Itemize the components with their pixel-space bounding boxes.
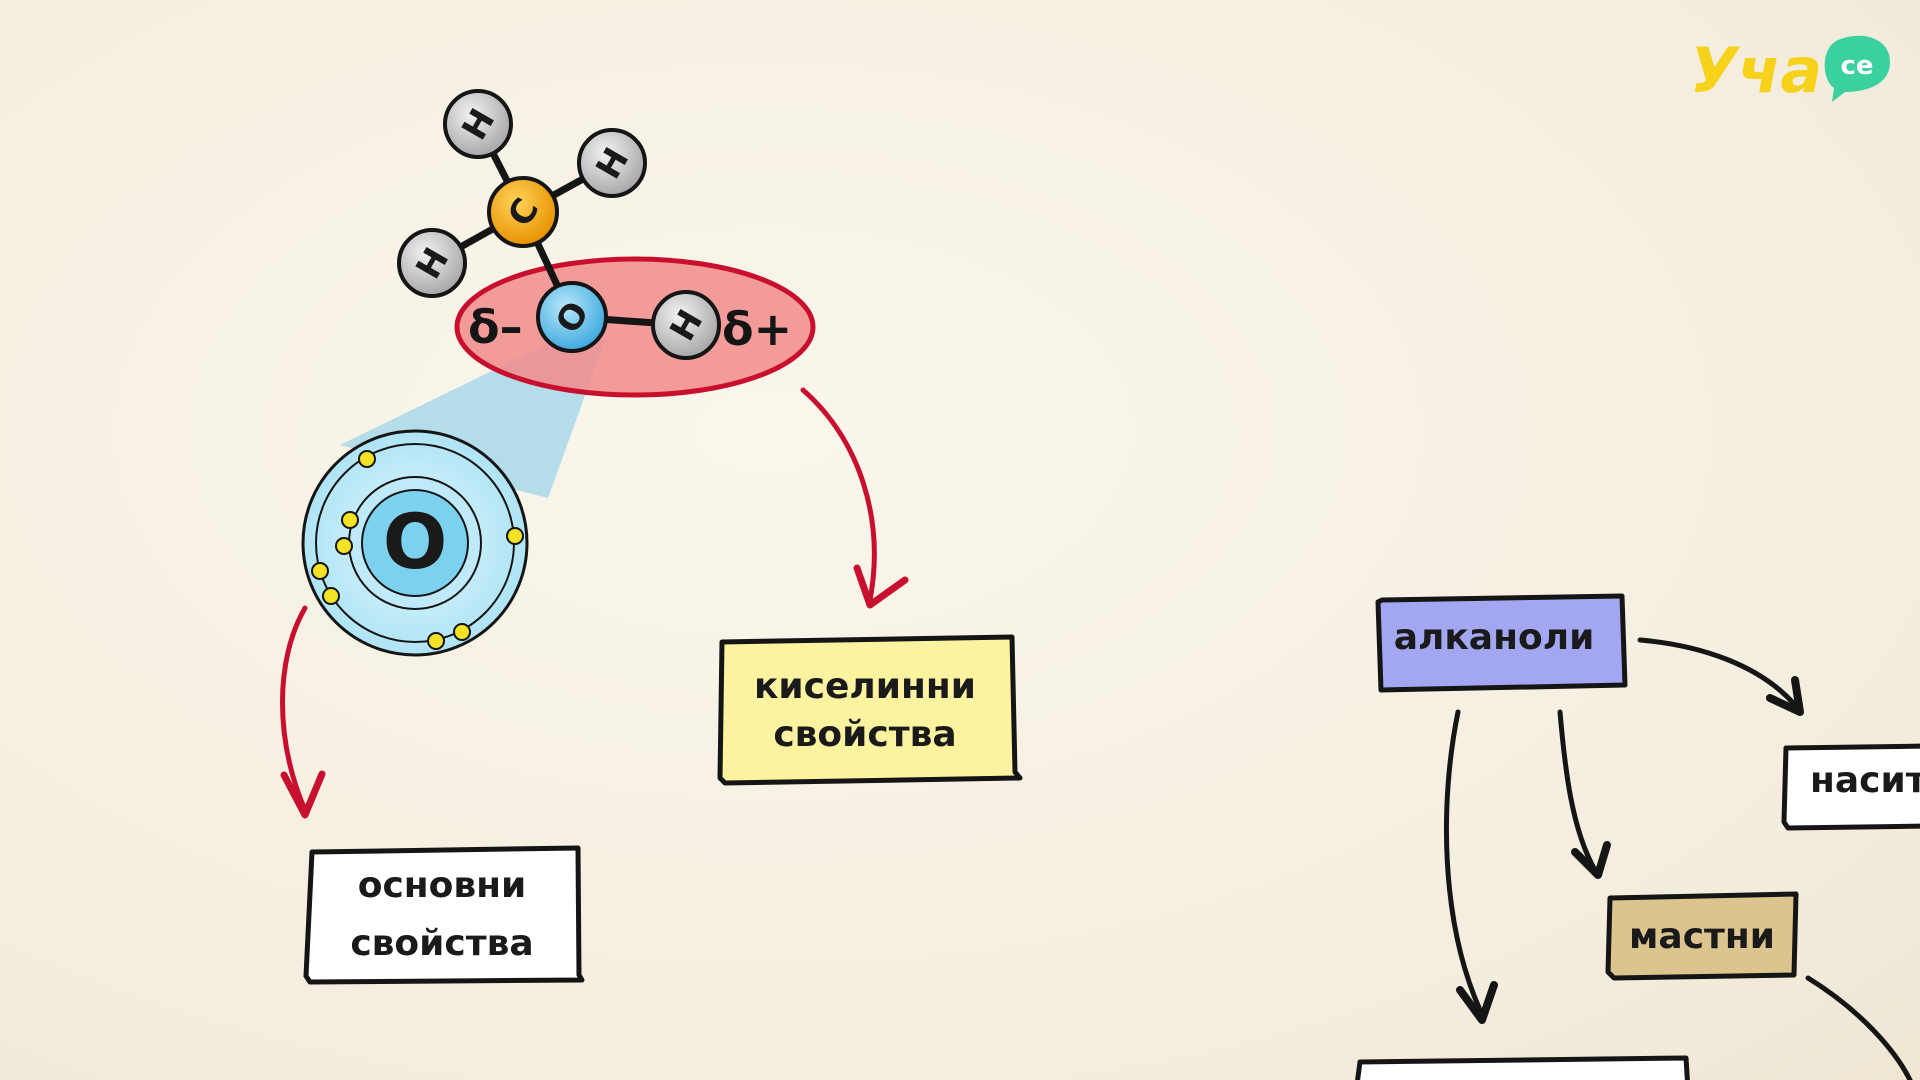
arrow-head-acid xyxy=(853,564,909,609)
alkanols-box: алканоли xyxy=(1375,593,1628,693)
logo-badge xyxy=(1824,35,1890,102)
alkanols-arrows xyxy=(1443,637,1913,1080)
basic-properties-box: основни свойства xyxy=(303,845,585,985)
hydrogen-atom-hydroxyl: H xyxy=(651,290,721,360)
carbon-atom: C xyxy=(487,176,559,248)
brand-logo: Уча се xyxy=(1690,34,1890,107)
svg-text:алканоли: алканоли xyxy=(1394,617,1595,658)
svg-text:мастни: мастни xyxy=(1629,916,1775,957)
arrow-to-acid-properties xyxy=(800,387,877,603)
oxygen-model-symbol: O xyxy=(383,497,448,586)
arrow-to-basic-properties xyxy=(280,605,308,813)
logo-text: Уча xyxy=(1690,34,1822,107)
svg-text:киселинни: киселинни xyxy=(754,666,976,707)
fatty-box: мастни xyxy=(1605,891,1799,981)
svg-text:основни: основни xyxy=(358,865,527,906)
partial-positive-label: δ+ xyxy=(722,302,792,356)
electrons xyxy=(311,450,524,650)
logo-badge-text: се xyxy=(1840,51,1873,81)
acid-properties-box: киселинни свойства xyxy=(717,634,1023,786)
arrow-head-basic xyxy=(280,770,326,819)
oxygen-atom: O xyxy=(536,281,608,353)
partial-negative-label: δ– xyxy=(468,300,523,354)
bottom-box xyxy=(1355,1055,1690,1080)
oxygen-atom-model: O xyxy=(301,429,529,657)
hydrogen-atom-right: H xyxy=(577,128,647,198)
hydrogen-atom-left: H xyxy=(397,228,467,298)
svg-text:свойства: свойства xyxy=(350,923,533,964)
saturated-box: насит xyxy=(1781,743,1920,831)
svg-text:свойства: свойства xyxy=(773,714,956,755)
hydrogen-atom-top: H xyxy=(443,89,513,159)
svg-text:насит: насит xyxy=(1810,760,1920,801)
